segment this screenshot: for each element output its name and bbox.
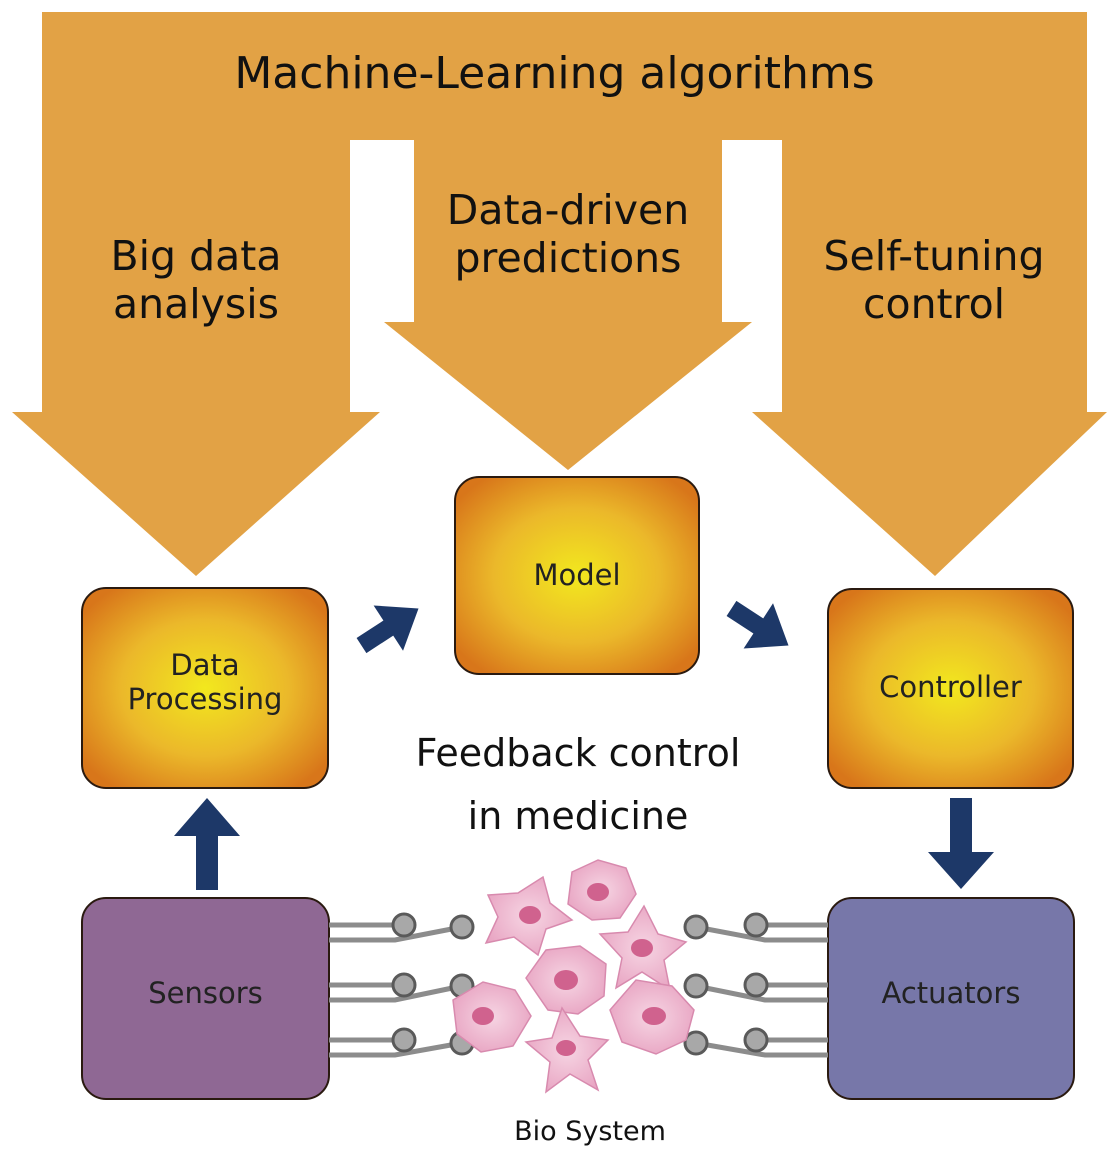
self-tuning-line-2: control <box>862 280 1006 329</box>
cell <box>609 979 695 1055</box>
predictions-line-2: predictions <box>454 234 682 283</box>
sensors-label: Sensors <box>148 976 263 1010</box>
big-data-line-1: Big data <box>110 232 282 280</box>
self-tuning-label: Self-tuning control <box>784 232 1084 329</box>
feedback-line-2: in medicine <box>467 793 689 838</box>
arrow-to-controller <box>726 600 789 649</box>
big-data-line-2: analysis <box>112 280 279 329</box>
arrow-controller-to-actuators <box>928 798 994 889</box>
flow-arrows <box>174 600 994 890</box>
controller-box <box>827 588 1074 789</box>
ml-title: Machine-Learning algorithms <box>234 48 875 99</box>
bio-system-label: Bio System <box>514 1116 666 1147</box>
cell <box>484 875 574 957</box>
cell <box>525 945 607 1015</box>
predictions-arrow <box>384 130 752 470</box>
feedback-line-1: Feedback control <box>415 731 741 775</box>
model-box <box>454 476 700 675</box>
big-data-arrow <box>12 130 380 576</box>
cell <box>598 904 688 992</box>
arrow-sensors-to-processing <box>174 798 240 890</box>
controller-label: Controller <box>879 670 1022 704</box>
cell <box>567 859 637 921</box>
bio-cells <box>452 859 695 1094</box>
arrow-to-model <box>356 605 419 654</box>
data-processing-line-1: Data <box>170 648 240 682</box>
actuator-connectors <box>695 922 828 1058</box>
cell <box>524 1006 610 1094</box>
predictions-label: Data-driven predictions <box>418 186 718 283</box>
big-data-label: Big data analysis <box>46 232 346 329</box>
feedback-control-label: Feedback control in medicine <box>368 722 788 847</box>
predictions-line-1: Data-driven <box>446 186 690 234</box>
sensor-connectors <box>329 922 463 1058</box>
cell <box>452 981 532 1053</box>
ml-title-band <box>42 12 1087 140</box>
ml-banner <box>12 12 1107 576</box>
actuators-label: Actuators <box>881 976 1021 1010</box>
actuator-terminals <box>683 912 769 1056</box>
self-tuning-line-1: Self-tuning <box>823 232 1045 280</box>
data-processing-line-2: Processing <box>127 682 283 717</box>
data-processing-label: Data Processing <box>82 648 328 716</box>
self-tuning-arrow <box>752 130 1107 576</box>
model-label: Model <box>533 558 621 592</box>
data-processing-box <box>81 587 329 789</box>
